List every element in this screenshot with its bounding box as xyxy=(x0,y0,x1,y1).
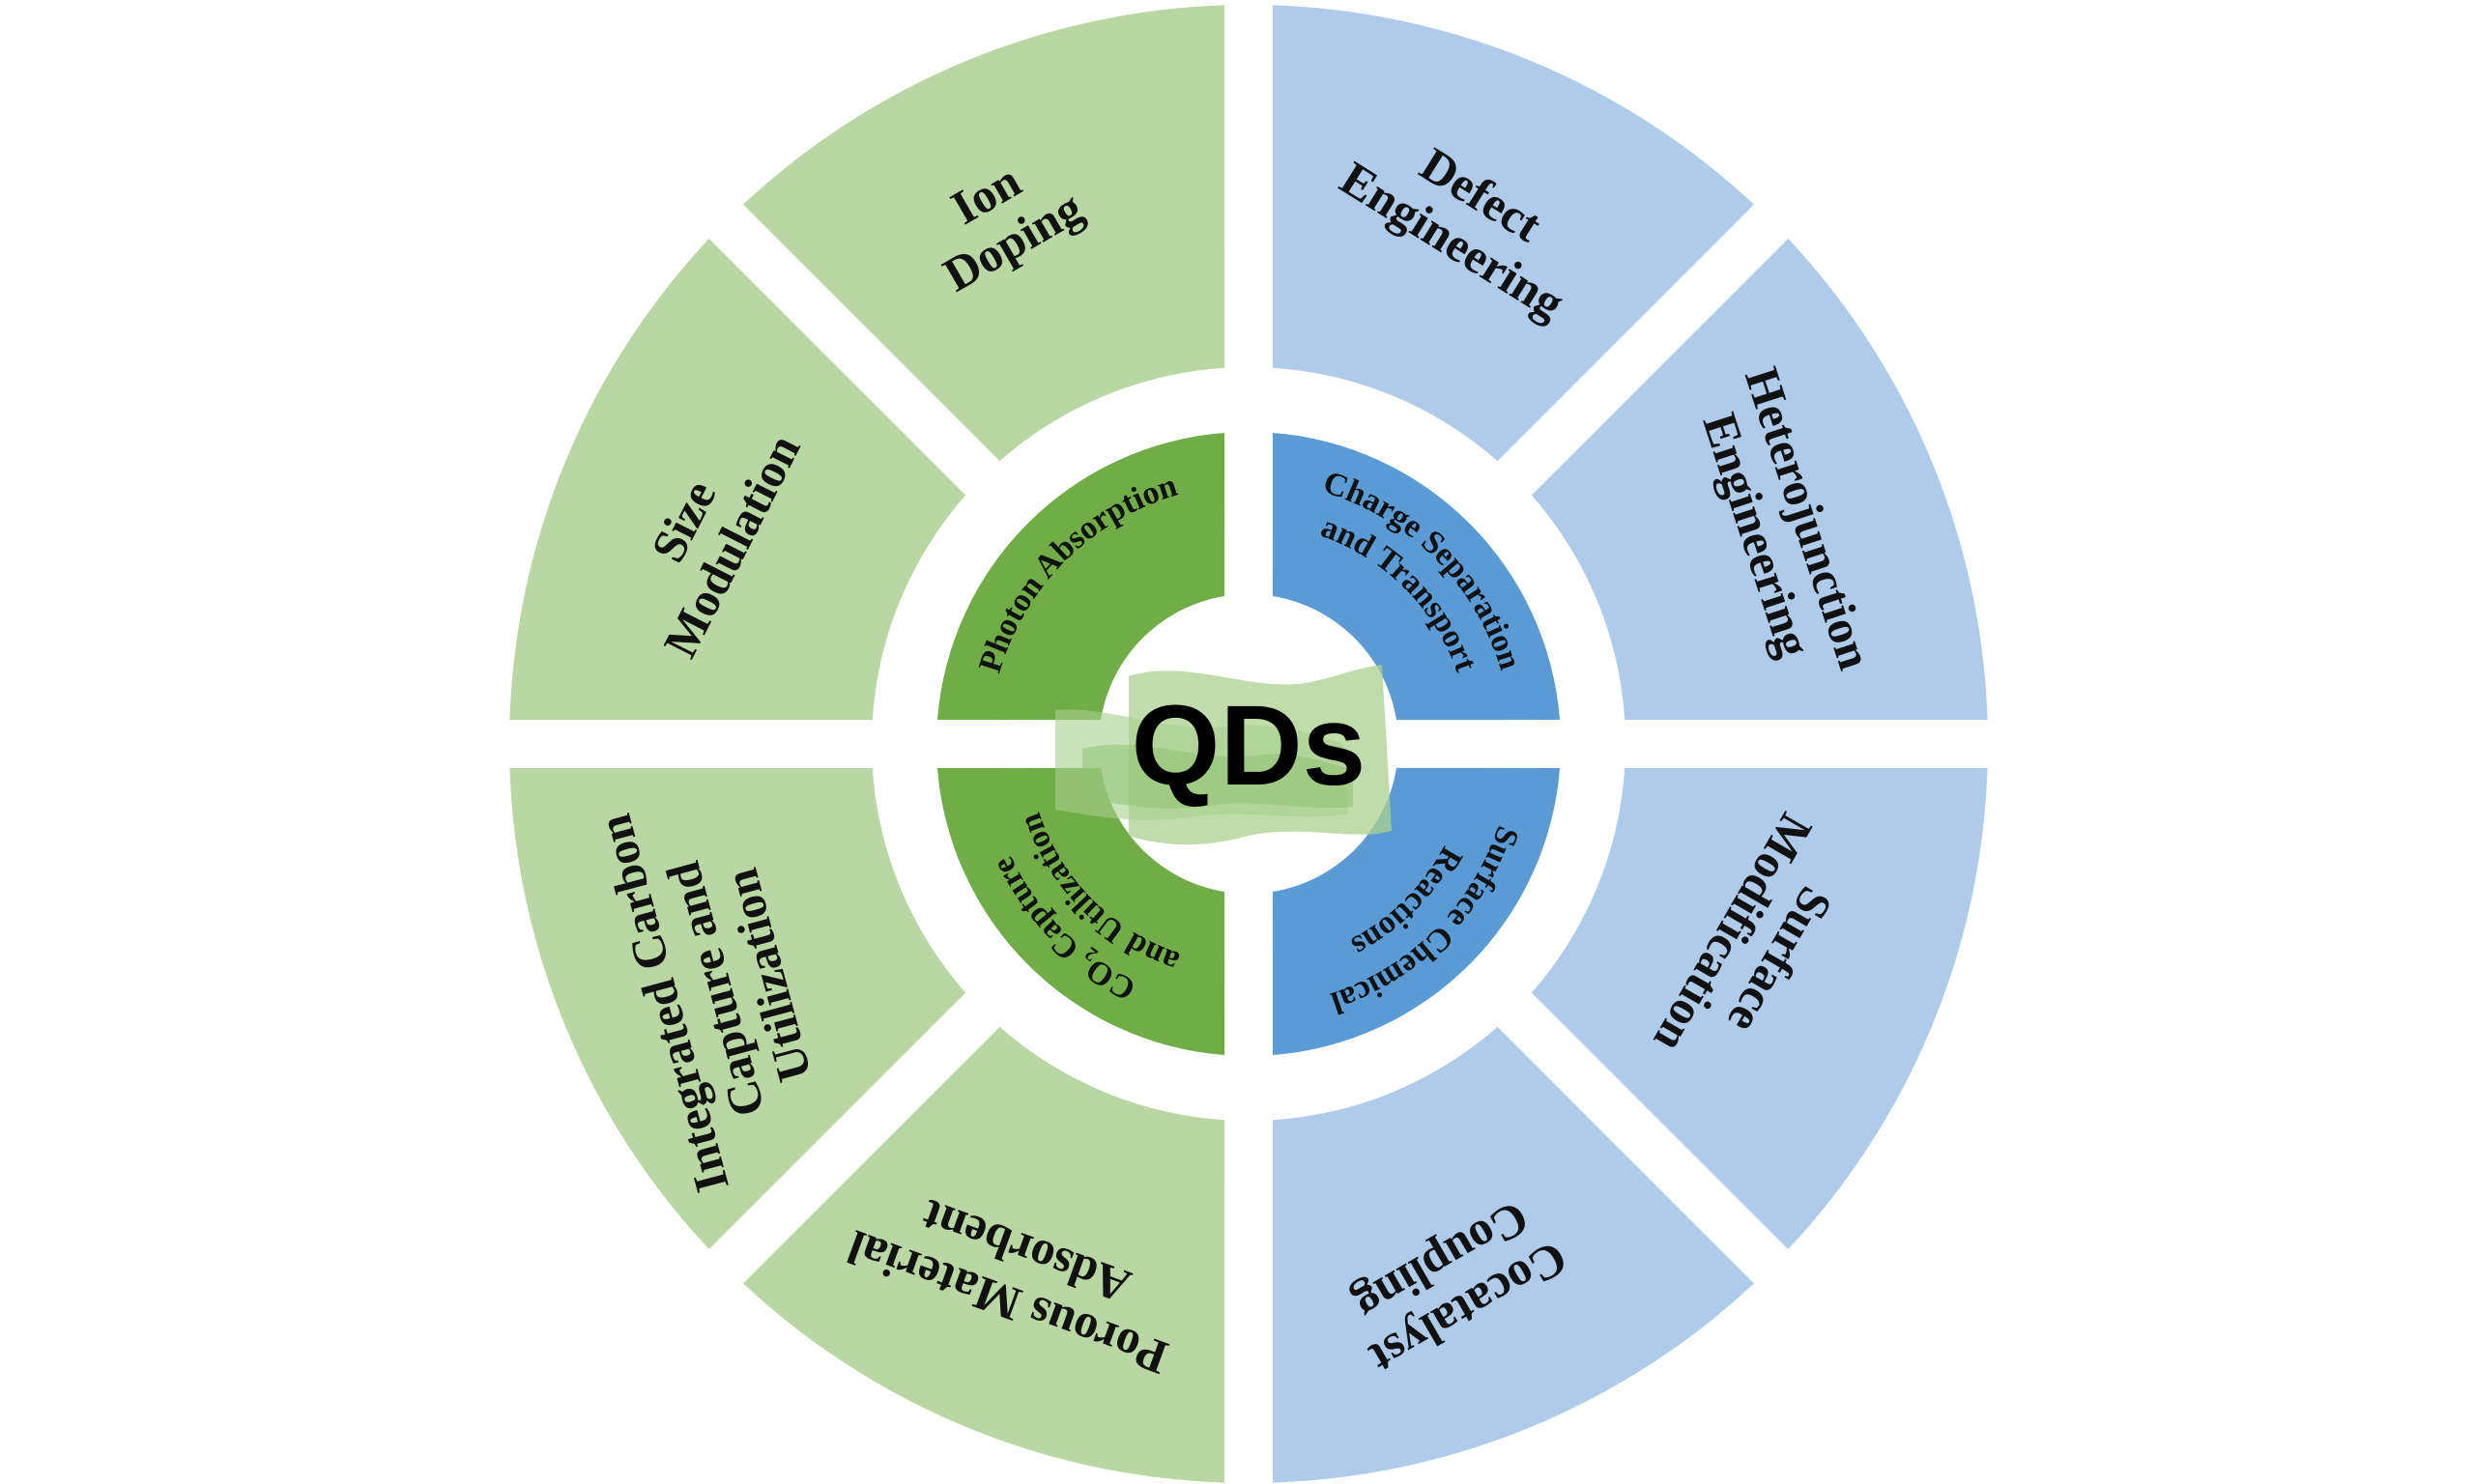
center-label: QDs xyxy=(1132,682,1366,810)
segment-integrated-carbon-capture xyxy=(509,767,966,1249)
segment-porous-material-adsorbent xyxy=(743,1026,1225,1483)
segment-surface-modification xyxy=(1531,767,1988,1249)
segment-co2-capture xyxy=(936,767,1225,1056)
wave-shape xyxy=(1082,744,1353,809)
segment-size-modulation xyxy=(509,239,966,721)
segment-surface-chemical-reactions xyxy=(1272,767,1561,1056)
segment-photon-absorption xyxy=(936,432,1225,721)
center-wave-graphic xyxy=(1055,665,1392,845)
segment-charge-separation xyxy=(1272,432,1561,721)
outer-ring xyxy=(509,5,1988,1483)
inner-ring xyxy=(936,432,1561,1056)
segment-heterojunction-engineering xyxy=(1531,239,1988,721)
segment-ion-doping xyxy=(743,5,1225,462)
segment-defect-engineering xyxy=(1272,5,1754,462)
segment-cocatalyst-coupling xyxy=(1272,1026,1754,1483)
